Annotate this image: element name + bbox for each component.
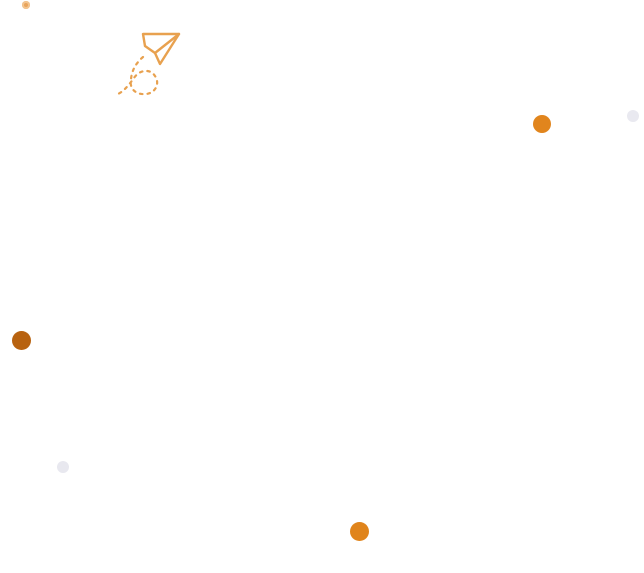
paper-plane-icon [116,32,181,96]
gray-dot [57,461,69,473]
gray-dot [627,110,639,122]
brown-dot [12,331,31,350]
orange-dot [533,115,551,133]
orange-dot [350,522,369,541]
small-orange-dot [22,1,30,9]
